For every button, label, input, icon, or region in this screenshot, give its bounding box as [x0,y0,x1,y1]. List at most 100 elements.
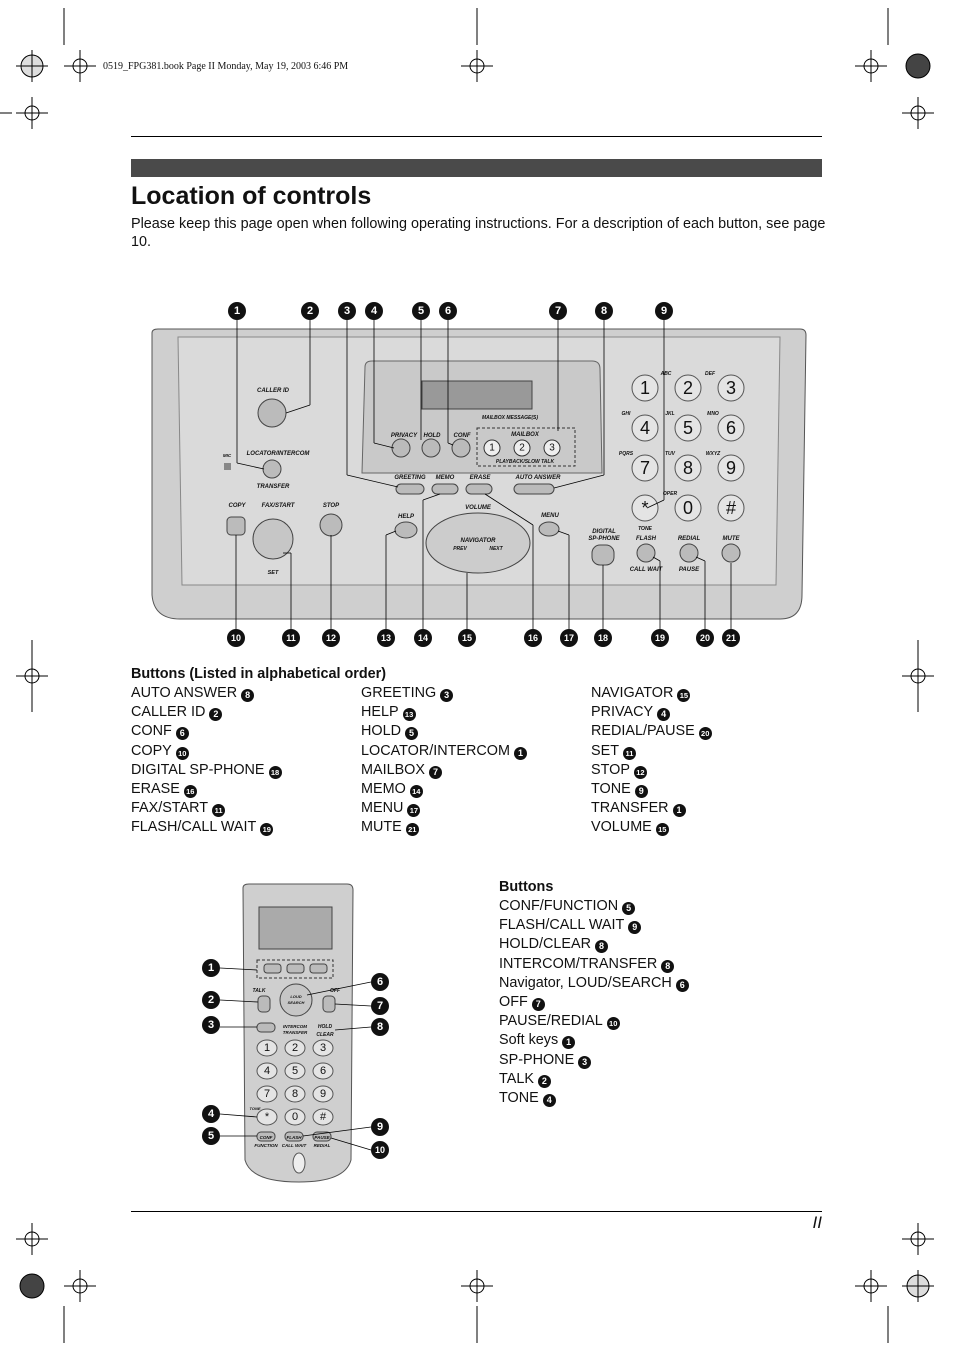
callout-4: 4 [371,305,378,317]
mailbox-1-button[interactable] [483,439,501,457]
callout-20: 20 [700,633,710,643]
loud-label: LOUD [290,994,301,999]
handset-button-label: OFF [499,993,528,1010]
mailbox-2-button[interactable] [513,439,531,457]
base-button-label: HOLD [361,723,401,740]
greeting-label: GREETING [394,475,426,481]
base-buttons-heading: Buttons (Listed in alphabetical order) [131,666,387,682]
flash-label-handset: FLASH [287,1135,303,1140]
base-button-label: FLASH/CALL WAIT [131,819,257,836]
mailbox-3-digit: 3 [549,443,555,454]
help-button[interactable] [394,521,418,539]
letters-ghi: GHI [622,411,632,417]
base-button-label: MEMO [361,780,406,797]
off-label: OFF [330,988,341,994]
base-button-label: STOP [591,761,630,778]
letters-jkl: JKL [665,411,674,417]
erase-label: ERASE [470,475,492,481]
talk-label: TALK [253,988,266,994]
letters-def: DEF [705,371,716,377]
handset-button-label: FLASH/CALL WAIT [499,917,625,934]
key-star: * [641,498,648,518]
callout-1: 1 [234,305,240,317]
caller-id-button[interactable] [257,398,287,428]
call-wait-label-handset: CALL WAIT [282,1143,308,1148]
mute-button[interactable] [721,543,741,563]
hcallout-6: 6 [377,976,383,988]
handset-button-callout-number: 2 [537,1074,551,1088]
transfer-label: TRANSFER [257,484,290,490]
prev-label: PREV [453,546,467,552]
hcallout-3: 3 [208,1019,214,1031]
base-button-callout-number: 18 [268,765,282,779]
flash-call-wait-button[interactable] [636,543,656,563]
key-9: 9 [726,458,736,478]
hcallout-9: 9 [377,1121,383,1133]
base-button-label: COPY [131,742,172,759]
mute-label: MUTE [723,536,741,542]
greeting-button[interactable] [395,483,425,495]
base-button-callout-number: 17 [407,804,421,818]
callout-2: 2 [307,305,313,317]
hkey-2: 2 [292,1042,298,1054]
callout-9: 9 [661,305,667,317]
base-button-callout-number: 7 [428,765,442,779]
handset-illustration: LOUD SEARCH TALK OFF INTERCOM TRANSFER H… [202,883,389,1183]
callout-16: 16 [528,633,538,643]
conf-label: CONF [454,433,471,439]
memo-button[interactable] [431,483,459,495]
sp-phone-label: SP-PHONE [588,536,620,542]
callout-15: 15 [462,633,472,643]
oper-label: OPER [663,491,678,497]
mailbox-3-button[interactable] [543,439,561,457]
page-number: II [812,1213,822,1232]
letters-pqrs: PQRS [619,451,634,457]
handset-button-label: HOLD/CLEAR [499,936,591,953]
tone-label-handset: TONE [249,1106,260,1111]
base-button-callout-number: 11 [212,804,226,818]
mailbox-1-digit: 1 [489,443,495,454]
navigator-button[interactable] [425,512,531,574]
base-button-callout-number: 9 [634,784,648,798]
hcallout-2: 2 [208,994,214,1006]
locator-label: LOCATOR/INTERCOM [247,451,311,457]
hold-button[interactable] [421,438,441,458]
mailbox-message-label: MAILBOX MESSAGE(S) [482,415,538,421]
base-button-label: TONE [591,780,631,797]
base-button-label: PRIVACY [591,704,654,721]
menu-label: MENU [541,513,559,519]
conf-button[interactable] [451,438,471,458]
handset-button-label: SP-PHONE [499,1051,575,1068]
menu-button[interactable] [538,521,560,537]
callout-5: 5 [418,305,424,317]
hkey-0: 0 [292,1111,298,1123]
redial-pause-button[interactable] [679,543,699,563]
bottom-rule [131,1211,822,1212]
callout-17: 17 [564,633,574,643]
erase-button[interactable] [465,483,493,495]
hcallout-4: 4 [208,1108,215,1120]
copy-button[interactable] [226,516,246,536]
auto-answer-button[interactable] [513,483,555,495]
callout-18: 18 [598,633,608,643]
stop-button[interactable] [319,513,343,537]
fax-start-button[interactable] [252,518,294,560]
key-7: 7 [640,458,650,478]
fax-start-label: FAX/START [262,503,296,509]
digital-sp-phone-button[interactable] [591,544,615,566]
handset-button-callout-number: 4 [542,1093,556,1107]
locator-intercom-button[interactable] [262,459,282,479]
base-button-callout-number: 1 [513,746,527,760]
base-button-label: DIGITAL SP-PHONE [131,761,265,778]
privacy-label: PRIVACY [391,433,418,439]
privacy-button[interactable] [391,438,411,458]
